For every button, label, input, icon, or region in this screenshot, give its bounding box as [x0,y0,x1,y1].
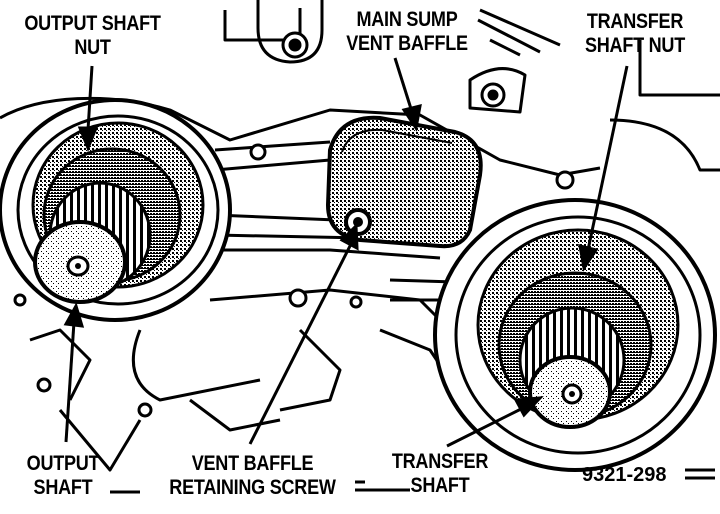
vent-baffle-assembly [325,115,483,249]
label-transfer-shaft-nut: TRANSFER SHAFT NUT [584,10,686,57]
case-bolt-holes [13,31,575,418]
callout-leaders [63,57,715,492]
transmission-case [0,0,720,494]
output-shaft-assembly [0,98,232,322]
transfer-shaft-assembly [433,198,717,472]
label-vent-baffle-retaining-screw: VENT BAFFLE RETAINING SCREW [169,452,336,499]
label-transfer-shaft: TRANSFER SHAFT [391,450,489,497]
label-output-shaft-nut: OUTPUT SHAFT NUT [24,12,161,59]
figure-number: 9321-298 [582,464,667,486]
label-output-shaft: OUTPUT SHAFT [26,452,100,499]
label-main-sump-vent-baffle: MAIN SUMP VENT BAFFLE [346,8,468,55]
